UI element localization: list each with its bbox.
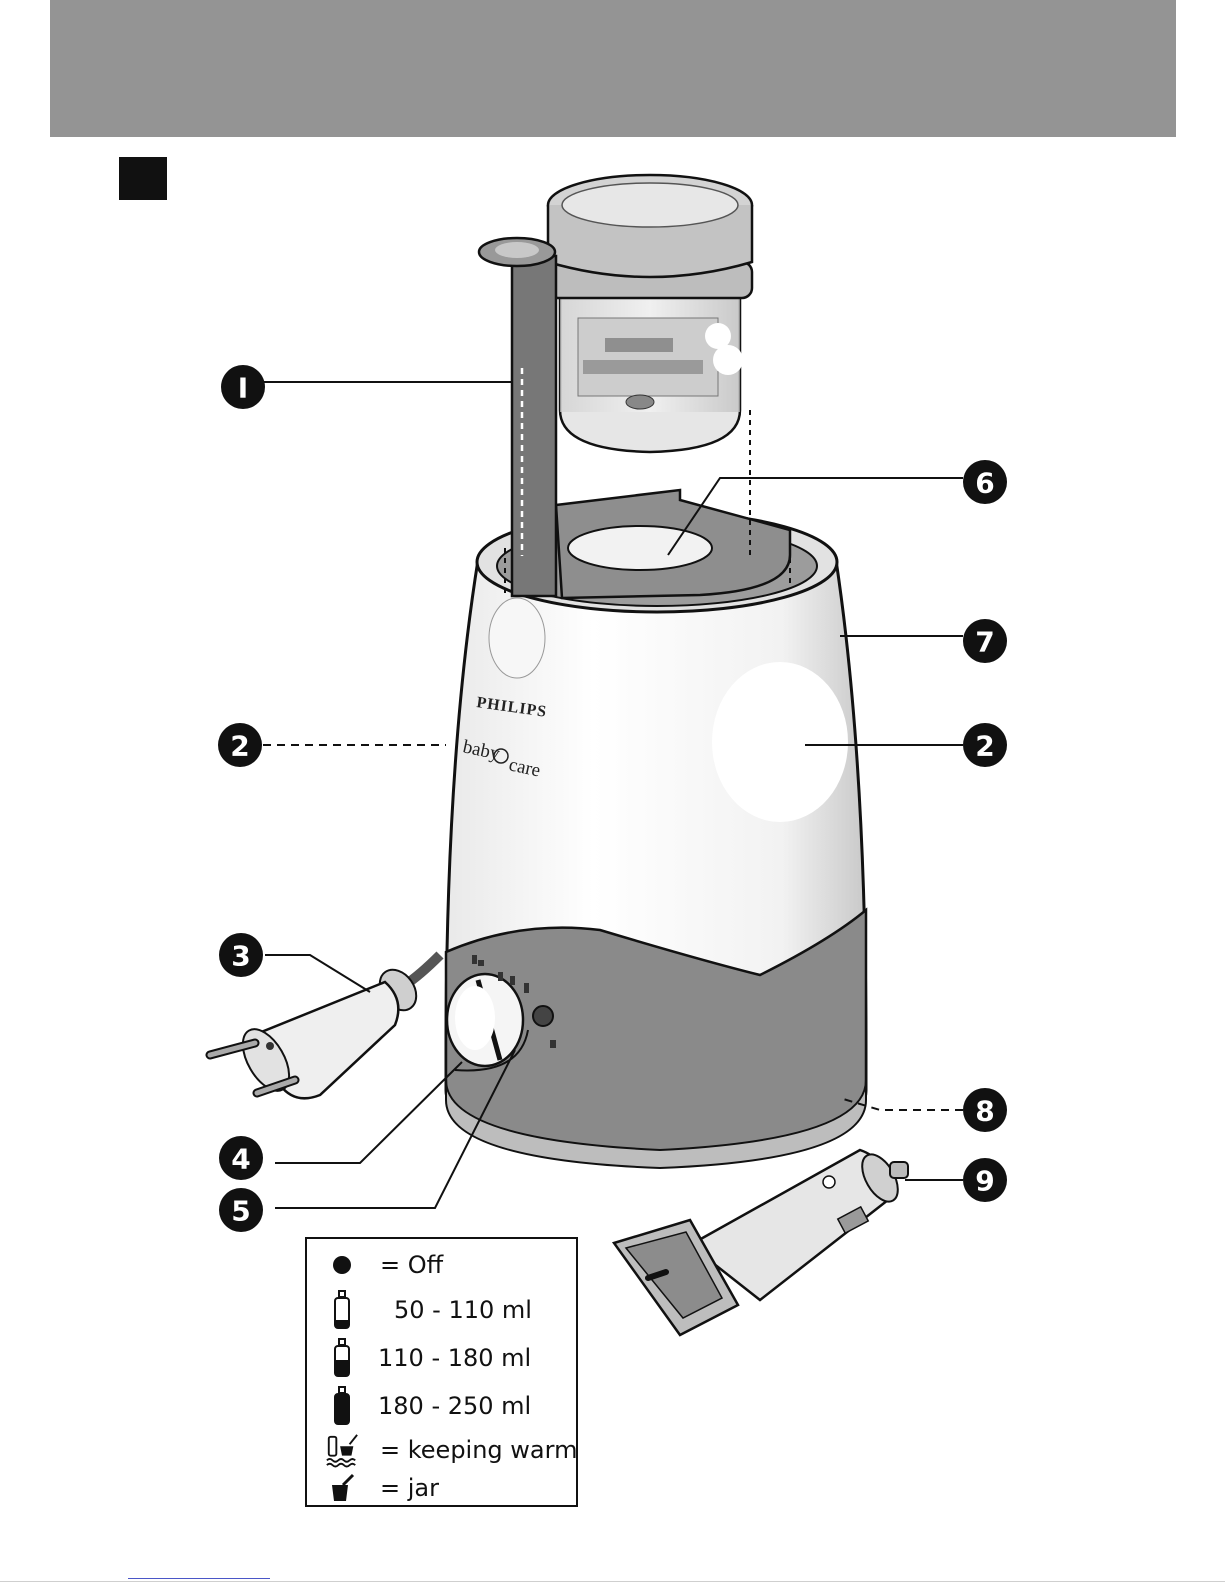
legend-row-large: 180 - 250 ml: [307, 1385, 576, 1427]
callout-3: 3: [219, 933, 263, 977]
legend-text-large: 180 - 250 ml: [378, 1392, 531, 1420]
callout-4: 4: [219, 1136, 263, 1180]
footer-rule: [0, 1581, 1225, 1582]
callout-2-left: 2: [218, 723, 262, 767]
callout-1: I: [221, 365, 265, 409]
settings-legend: = Off 50 - 110 ml 110 - 180 ml 180 - 250…: [305, 1237, 578, 1507]
bottle-large-icon: [325, 1385, 359, 1427]
baby-food-jar: [548, 175, 752, 452]
car-adapter: [614, 1148, 908, 1335]
legend-text-keeping-warm: = keeping warm: [380, 1436, 577, 1464]
callout-2-right-label: 2: [975, 730, 994, 763]
legend-text-small: 50 - 110 ml: [394, 1296, 532, 1324]
legend-row-medium: 110 - 180 ml: [307, 1337, 576, 1379]
callout-7-label: 7: [975, 626, 994, 659]
legend-row-jar: = jar: [307, 1467, 576, 1509]
callout-2-right: 2: [963, 723, 1007, 767]
legend-row-small: 50 - 110 ml: [307, 1289, 576, 1331]
legend-text-jar: = jar: [380, 1474, 439, 1502]
indicator-light: [533, 1006, 553, 1026]
bottle-medium-icon: [325, 1337, 359, 1379]
bottle-adapter-ring: [556, 490, 790, 598]
bottle-small-icon: [325, 1289, 359, 1331]
callout-8-label: 8: [975, 1095, 994, 1128]
callout-2-left-label: 2: [230, 730, 249, 763]
callout-8: 8: [963, 1088, 1007, 1132]
keeping-warm-icon: [325, 1429, 359, 1471]
callout-7: 7: [963, 619, 1007, 663]
callout-5: 5: [219, 1188, 263, 1232]
off-dot-icon: [325, 1244, 359, 1286]
jar-icon: [325, 1467, 359, 1509]
callout-9-label: 9: [975, 1165, 994, 1198]
callout-4-label: 4: [231, 1143, 250, 1176]
footer-link-underline: [128, 1578, 270, 1579]
callout-3-label: 3: [231, 940, 250, 973]
callout-9: 9: [963, 1158, 1007, 1202]
warmer-body: [446, 512, 866, 1168]
callout-1-label: I: [238, 372, 248, 405]
legend-text-off: = Off: [380, 1251, 443, 1279]
callout-6: 6: [963, 460, 1007, 504]
legend-row-off: = Off: [307, 1244, 576, 1286]
legend-row-keeping-warm: = keeping warm: [307, 1429, 576, 1471]
legend-text-medium: 110 - 180 ml: [378, 1344, 531, 1372]
callout-5-label: 5: [231, 1195, 250, 1228]
callout-6-label: 6: [975, 467, 994, 500]
